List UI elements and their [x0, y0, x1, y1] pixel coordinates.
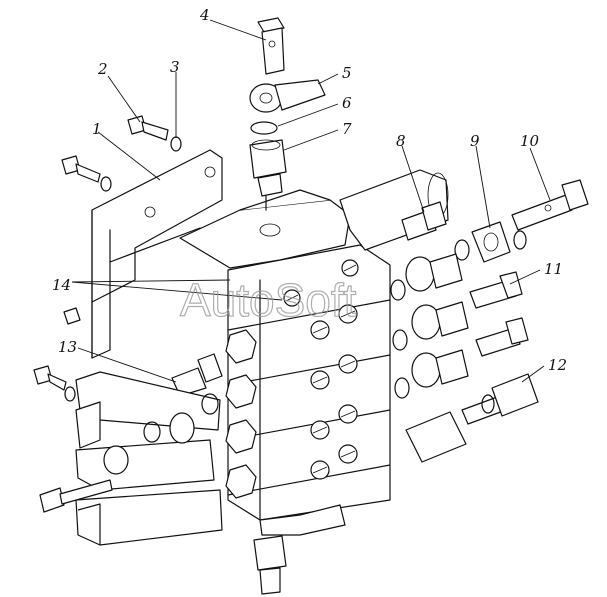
banjo-bolt — [257, 17, 285, 75]
callout-2: 2 — [97, 60, 108, 78]
fittings-right-mid — [390, 253, 469, 399]
callout-7: 7 — [342, 120, 352, 138]
watermark-text: AutoSoft — [180, 274, 357, 326]
callout-9: 9 — [470, 132, 480, 150]
bolt-10 — [511, 179, 589, 231]
bolts-11 — [469, 271, 529, 357]
bolt-2 — [127, 115, 169, 141]
callout-4: 4 — [199, 6, 210, 24]
fitting-bottom — [253, 535, 287, 595]
valve-body-stack — [179, 189, 391, 536]
callout-labels: 1 2 3 4 5 6 7 8 9 10 11 12 13 14 — [52, 6, 567, 374]
bolt-left-lower — [33, 365, 76, 402]
callout-10: 10 — [520, 132, 540, 150]
o-ring-top — [250, 121, 278, 135]
leader-lines — [71, 19, 551, 383]
callout-1: 1 — [92, 120, 102, 138]
screw-heads — [283, 259, 359, 480]
bolt-left-mid — [63, 307, 81, 325]
union-fitting-top — [249, 139, 287, 211]
fitting-8 — [401, 201, 447, 241]
callout-6: 6 — [342, 94, 352, 112]
banjo-fitting — [249, 79, 326, 113]
banjo-9 — [454, 221, 527, 263]
callout-5: 5 — [342, 64, 352, 82]
callout-3: 3 — [170, 58, 180, 76]
callout-12: 12 — [548, 356, 567, 374]
washer-3 — [170, 136, 182, 152]
bolt-left-upper — [61, 155, 112, 192]
plug-13 — [171, 353, 223, 397]
callout-11: 11 — [544, 260, 563, 278]
cylinder-upper-right — [339, 169, 449, 251]
adapter-12 — [405, 373, 539, 463]
hex-plugs-left — [225, 329, 257, 499]
spool-caps-left — [39, 371, 223, 546]
callout-8: 8 — [396, 132, 406, 150]
callout-14: 14 — [52, 276, 71, 294]
mounting-bracket — [91, 149, 223, 359]
callout-13: 13 — [58, 338, 77, 356]
